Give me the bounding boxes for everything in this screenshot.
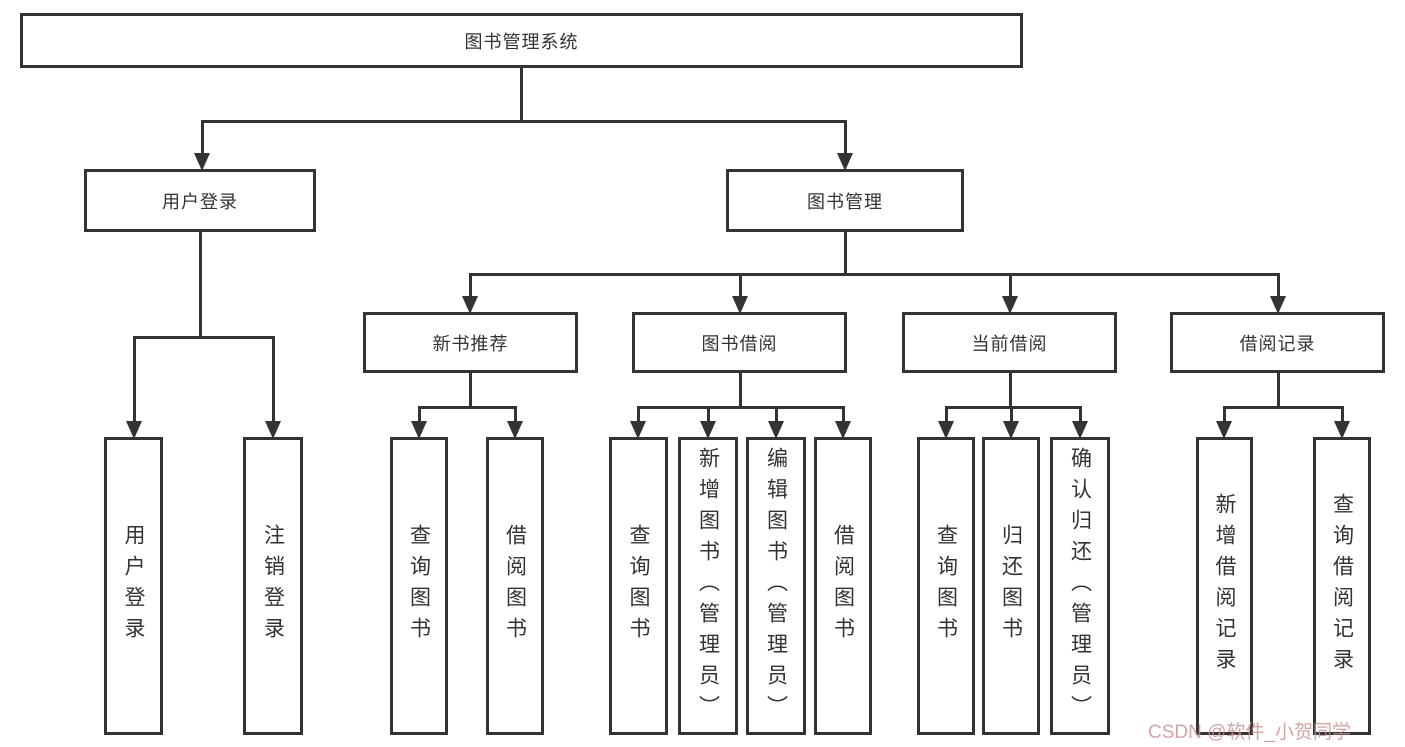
arrow-down-icon	[732, 296, 748, 314]
connector-rail	[132, 335, 275, 339]
connector-drop	[841, 405, 845, 423]
arrow-down-icon	[507, 421, 523, 439]
connector-drop	[706, 405, 710, 423]
arrow-down-icon	[1216, 421, 1232, 439]
leaf-edit-books-admin: 编辑图书（管理员）	[746, 437, 806, 735]
csdn-watermark: CSDN @软件_小贺同学	[1148, 722, 1351, 743]
leaf-query-books-current: 查询图书	[917, 437, 975, 735]
connector-rail	[200, 119, 847, 123]
arrow-down-icon	[1072, 421, 1088, 439]
connector-drop	[132, 335, 136, 423]
arrow-down-icon	[837, 153, 853, 171]
leaf-borrow-books-recommend: 借阅图书	[486, 437, 544, 735]
connector-drop	[1008, 272, 1012, 298]
arrow-down-icon	[265, 421, 281, 439]
arrow-down-icon	[194, 153, 210, 171]
arrow-down-icon	[700, 421, 716, 439]
connector-drop	[738, 272, 742, 298]
leaf-logout: 注销登录	[243, 437, 303, 735]
arrow-down-icon	[1003, 421, 1019, 439]
node-root-library-management-system: 图书管理系统	[20, 13, 1023, 68]
arrow-down-icon	[835, 421, 851, 439]
connector-drop	[200, 119, 204, 155]
arrow-down-icon	[1270, 296, 1286, 314]
leaf-confirm-return-admin: 确认归还（管理员）	[1050, 437, 1110, 735]
leaf-add-borrow-record: 新增借阅记录	[1196, 437, 1253, 735]
node-new-book-recommend: 新书推荐	[363, 312, 578, 373]
connector-drop	[271, 335, 275, 423]
connector-drop	[513, 405, 517, 423]
leaf-user-login: 用户登录	[104, 437, 163, 735]
node-user-login: 用户登录	[84, 169, 316, 232]
connector-drop	[417, 405, 421, 423]
leaf-add-books-admin: 新增图书（管理员）	[678, 437, 738, 735]
leaf-borrow-books: 借阅图书	[814, 437, 872, 735]
connector-stub	[843, 231, 847, 274]
connector-stub	[1008, 372, 1012, 407]
arrow-down-icon	[1334, 421, 1350, 439]
node-current-borrow: 当前借阅	[902, 312, 1117, 373]
arrow-down-icon	[768, 421, 784, 439]
connector-drop	[1340, 405, 1344, 423]
connector-drop	[843, 119, 847, 155]
arrow-down-icon	[630, 421, 646, 439]
connector-drop	[944, 405, 948, 423]
connector-rail	[417, 405, 517, 409]
leaf-query-borrow-record: 查询借阅记录	[1313, 437, 1371, 735]
connector-stub	[198, 231, 202, 337]
connector-drop	[1222, 405, 1226, 423]
connector-drop	[1276, 272, 1280, 298]
arrow-down-icon	[462, 296, 478, 314]
connector-rail	[636, 405, 845, 409]
leaf-query-books-recommend: 查询图书	[390, 437, 448, 735]
connector-stub	[468, 372, 472, 407]
connector-stub	[738, 372, 742, 407]
connector-rail	[1222, 405, 1344, 409]
connector-drop	[774, 405, 778, 423]
connector-rail	[468, 272, 1280, 276]
connector-stub	[1276, 372, 1280, 407]
connector-drop	[468, 272, 472, 298]
node-book-borrow: 图书借阅	[632, 312, 847, 373]
leaf-query-books-borrow: 查询图书	[609, 437, 668, 735]
leaf-return-books: 归还图书	[982, 437, 1040, 735]
connector-rail	[944, 405, 1082, 409]
node-borrow-record: 借阅记录	[1170, 312, 1385, 373]
arrow-down-icon	[938, 421, 954, 439]
arrow-down-icon	[126, 421, 142, 439]
connector-stub	[519, 67, 523, 121]
connector-drop	[1009, 405, 1013, 423]
connector-drop	[1078, 405, 1082, 423]
arrow-down-icon	[1002, 296, 1018, 314]
arrow-down-icon	[411, 421, 427, 439]
connector-drop	[636, 405, 640, 423]
node-book-management: 图书管理	[726, 169, 964, 232]
